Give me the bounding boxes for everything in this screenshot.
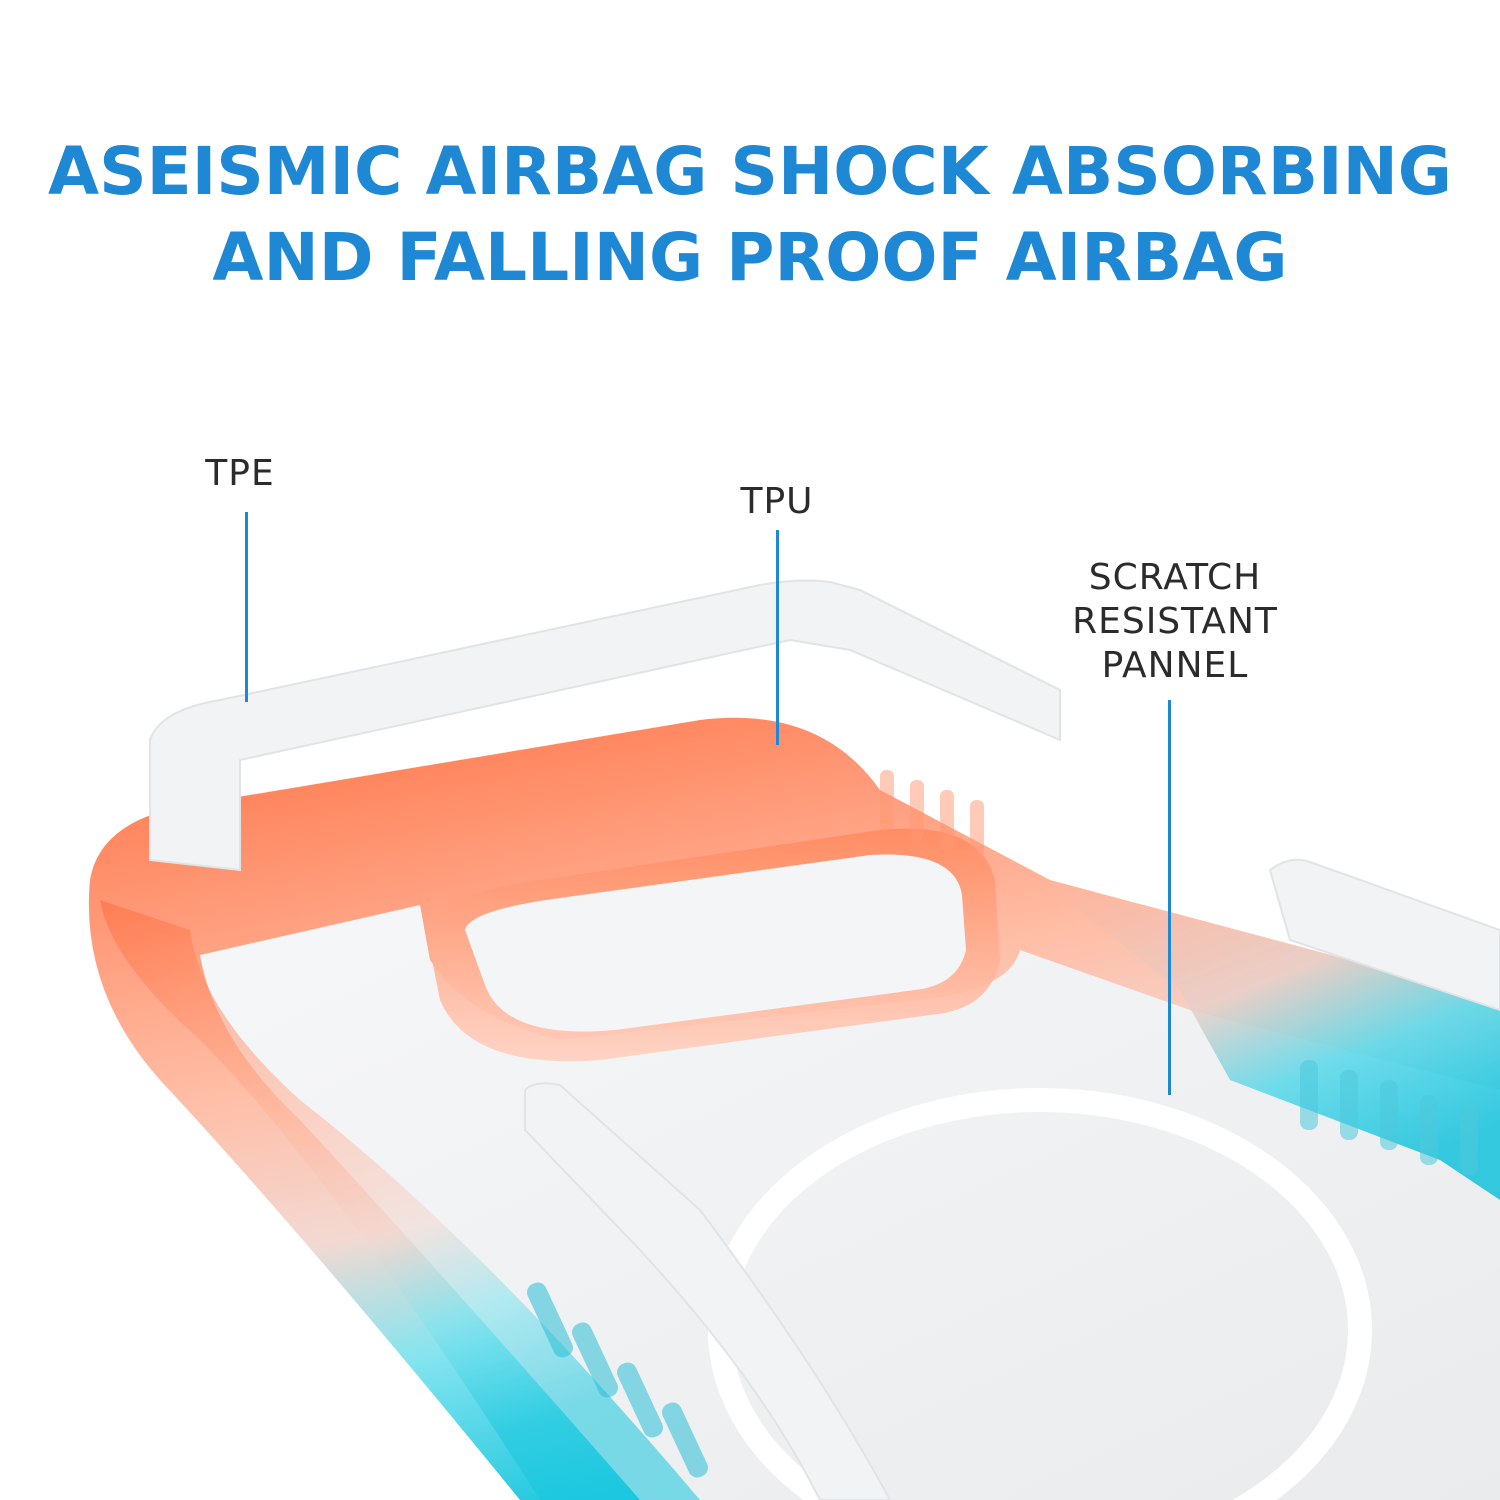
- callout-panel-line-2: RESISTANT: [1072, 601, 1278, 642]
- callout-panel-line-3: PANNEL: [1101, 645, 1249, 686]
- callout-tpe-leader: [245, 512, 248, 702]
- callout-tpe-label: TPE: [205, 453, 275, 494]
- callout-tpu-label: TPU: [740, 481, 814, 522]
- callout-panel-line-1: SCRATCH: [1088, 557, 1262, 598]
- callout-tpu-leader: [776, 530, 779, 745]
- tpe-strip-icon: [149, 579, 1061, 872]
- headline-line-1: ASEISMIC AIRBAG SHOCK ABSORBING: [48, 133, 1452, 210]
- callout-panel-label: SCRATCH RESISTANT PANNEL: [1040, 556, 1310, 688]
- headline-line-2: AND FALLING PROOF AIRBAG: [212, 219, 1288, 296]
- callout-panel-leader: [1168, 700, 1171, 1095]
